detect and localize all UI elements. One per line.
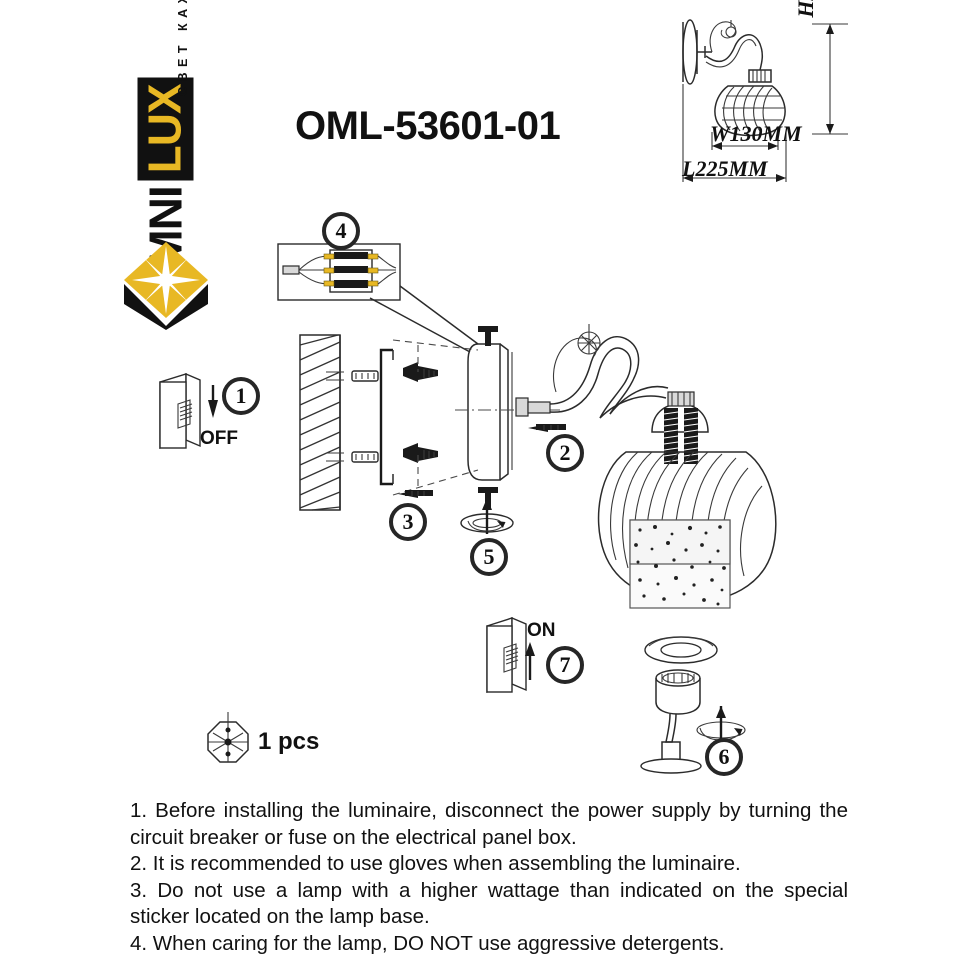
instruction-line-3: 3. Do not use a lamp with a higher watta… — [130, 878, 848, 929]
step-badge-1: 1 — [222, 377, 260, 415]
bulb-octagon-icon — [207, 712, 249, 763]
step-badge-4: 4 — [322, 212, 360, 250]
starburst-diamond-chevron-icon — [124, 242, 208, 330]
step-badge-6: 6 — [705, 738, 743, 776]
step-badge-7: 7 — [546, 646, 584, 684]
step-badge-3: 3 — [389, 503, 427, 541]
product-code: OML-53601-01 — [295, 104, 561, 148]
dimension-length: L225MM — [682, 156, 768, 181]
instruction-line-2: 2. It is recommended to use gloves when … — [130, 852, 741, 875]
step-badge-2: 2 — [546, 434, 584, 472]
safety-instructions: 1. Before installing the luminaire, disc… — [130, 798, 848, 957]
switch-off-label: OFF — [200, 428, 238, 449]
bracket-screw-lower — [403, 443, 438, 463]
switch-on-label: ON — [527, 620, 556, 641]
instruction-line-4: 4. When caring for the lamp, DO NOT use … — [130, 931, 725, 955]
dimension-height: H210MM — [793, 0, 819, 28]
brand-tagline: СВЕТ КАЖДОМУ — [176, 0, 190, 96]
bulb-quantity-label: 1 pcs — [258, 728, 320, 755]
bracket-screw-upper — [403, 362, 438, 382]
dimension-width: W130MM — [710, 121, 802, 146]
instruction-line-1: 1. Before installing the luminaire, disc… — [130, 799, 848, 849]
step-badge-5: 5 — [470, 538, 508, 576]
brand-name-secondary: LUX — [138, 84, 190, 174]
